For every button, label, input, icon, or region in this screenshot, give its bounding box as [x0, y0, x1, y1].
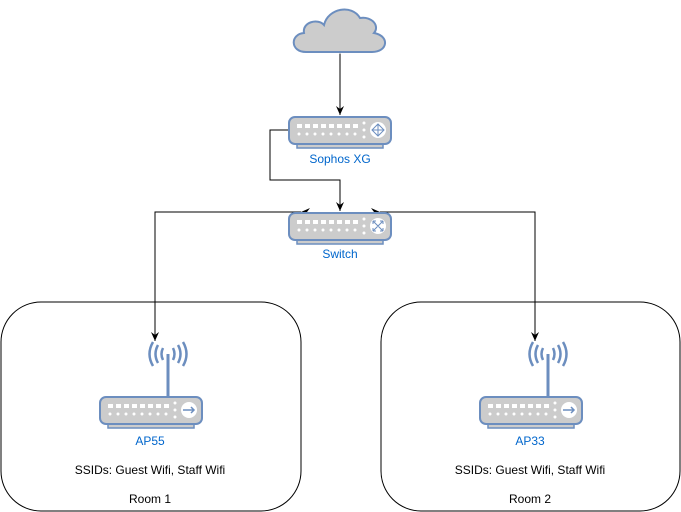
- cloud-icon: [292, 8, 386, 53]
- room-1-label: Room 1: [129, 492, 171, 506]
- room-2-label: Room 2: [509, 492, 551, 506]
- edge-switch-ap55: [151, 208, 310, 341]
- edge-firewall-switch: [269, 126, 344, 211]
- firewall-label: Sophos XG: [309, 152, 370, 166]
- edge-switch-ap33: [371, 208, 539, 341]
- ap55-label: AP55: [135, 434, 165, 448]
- room-2-ssids: SSIDs: Guest Wifi, Staff Wifi: [455, 463, 605, 477]
- wireless-ap-icon[interactable]: [479, 341, 583, 429]
- switch-label: Switch: [322, 247, 357, 261]
- room-1-ssids: SSIDs: Guest Wifi, Staff Wifi: [75, 463, 225, 477]
- wireless-ap-icon[interactable]: [99, 341, 203, 429]
- ap33-label: AP33: [515, 434, 545, 448]
- router-icon[interactable]: [288, 116, 392, 149]
- switch-icon[interactable]: [288, 212, 392, 245]
